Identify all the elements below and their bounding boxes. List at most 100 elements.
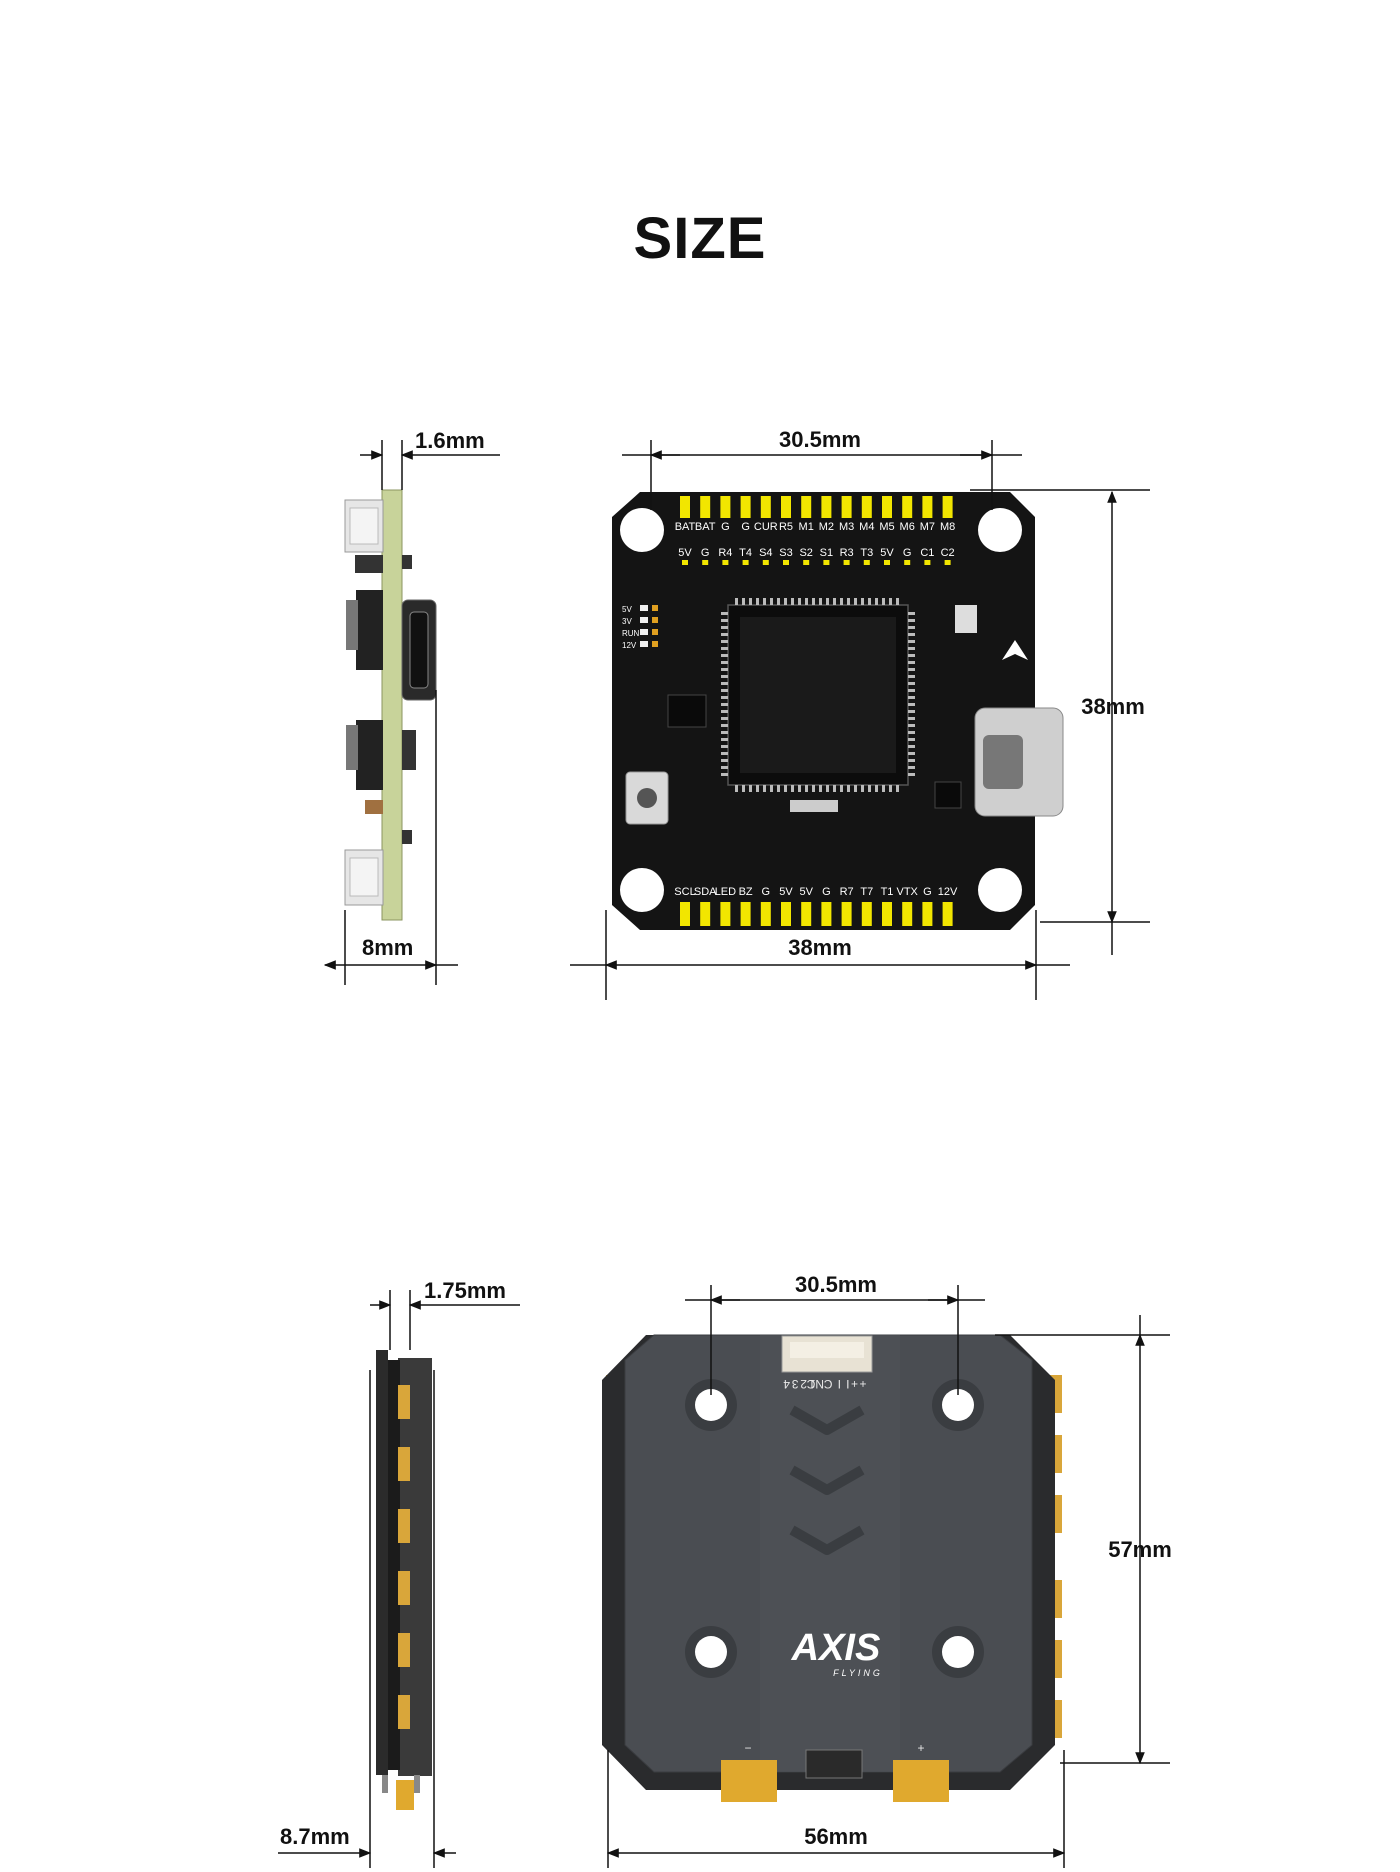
esc-connector-pin-label: 4: [783, 1377, 790, 1391]
fc-pad-label: 12V: [938, 886, 958, 898]
fc-pad-label: T1: [881, 886, 894, 898]
esc-side-pad: [398, 1633, 410, 1667]
esc-mount-label: 30.5mm: [795, 1272, 877, 1297]
fc-pad-label: C2: [941, 547, 955, 559]
esc-side-view: [376, 1350, 432, 1810]
fc-pad-label: G: [923, 886, 932, 898]
fc-solder-pad: [902, 496, 913, 518]
fc-mount-hole: [620, 868, 664, 912]
fc-pad-label: G: [762, 886, 771, 898]
fc-pad-label: G: [701, 547, 710, 559]
esc-mount-hole: [942, 1636, 974, 1668]
fc-side-width-label: 8mm: [362, 935, 413, 960]
fc-pad-label: LED: [715, 886, 736, 898]
fc-mount-label: 30.5mm: [779, 427, 861, 452]
fc-status-led: [640, 617, 648, 623]
esc-battery-pad-positive: [893, 1760, 949, 1802]
fc-pad-label: S2: [799, 547, 812, 559]
fc-solder-pad: [801, 496, 812, 518]
fc-solder-pad: [720, 902, 731, 926]
fc-solder-pad: [942, 902, 953, 926]
esc-side-pad: [398, 1385, 410, 1419]
fc-pad-label: M7: [920, 521, 935, 533]
fc-pad-label: M6: [900, 521, 915, 533]
fc-pad-label: BZ: [739, 886, 753, 898]
fc-solder-pad: [700, 496, 711, 518]
esc-connector-pin-label: I: [838, 1377, 841, 1391]
fc-solder-pad: [740, 496, 751, 518]
fc-pad-label: G: [741, 521, 750, 533]
fc-status-led: [640, 605, 648, 611]
fc-pad-label: 5V: [799, 886, 813, 898]
esc-thickness-dimension: 1.75mm: [370, 1278, 520, 1350]
fc-pad-label: BAT: [675, 521, 696, 533]
fc-thickness-dimension: 1.6mm: [360, 428, 500, 490]
fc-width-dimension: 38mm: [570, 910, 1070, 1000]
fc-pad-label: M5: [879, 521, 894, 533]
fc-pad-label: T3: [860, 547, 873, 559]
fc-solder-pad: [781, 496, 791, 518]
fc-solder-pad: [821, 902, 832, 926]
fc-solder-pad: [922, 902, 933, 926]
esc-connector-pin-label: NC: [806, 1377, 824, 1391]
fc-solder-pad: [680, 496, 690, 518]
fc-led-label: 3V: [622, 617, 632, 626]
esc-connector-pin-label: +: [859, 1377, 866, 1391]
fc-pad-label: R5: [779, 521, 793, 533]
fc-led-label: 12V: [622, 641, 637, 650]
esc-chevron-icon: [789, 1525, 865, 1555]
esc-side-width-label: 8.7mm: [280, 1824, 350, 1849]
fc-solder-pad: [740, 902, 751, 926]
fc-pad-label: G: [822, 886, 831, 898]
fc-side-pcb: [381, 489, 403, 921]
fc-pad-label: 5V: [678, 547, 692, 559]
fc-solder-pad: [700, 902, 711, 926]
fc-led-label: 5V: [622, 605, 632, 614]
esc-minus-label: −: [744, 1741, 751, 1755]
esc-height-label: 57mm: [1108, 1537, 1172, 1562]
fc-solder-pad: [760, 496, 771, 518]
esc-height-dimension: 57mm: [995, 1315, 1172, 1765]
fc-mount-dimension: 30.5mm: [622, 427, 1022, 510]
fc-solder-pad: [841, 902, 852, 926]
fc-solder-pad: [882, 902, 892, 926]
esc-connector-pin-label: 1: [809, 1377, 816, 1391]
esc-thickness-label: 1.75mm: [424, 1278, 506, 1303]
esc-side-pad: [398, 1571, 410, 1605]
esc-mount-dimension: 30.5mm: [685, 1272, 985, 1395]
esc-width-dimension: 56mm: [606, 1750, 1066, 1868]
fc-solder-pad: [720, 496, 731, 518]
esc-width-label: 56mm: [804, 1824, 868, 1849]
fc-led-label: RUN: [622, 629, 640, 638]
fc-solder-pad: [882, 496, 892, 518]
fc-pad-label: SCL: [674, 886, 695, 898]
esc-connector-pin-label: I: [846, 1377, 849, 1391]
fc-pad-label: SDA: [694, 886, 717, 898]
esc-side-width-dimension: 8.7mm: [278, 1370, 456, 1868]
fc-solder-pad: [922, 496, 933, 518]
fc-pad-label: T4: [739, 547, 752, 559]
fc-pad-label: 5V: [779, 886, 793, 898]
fc-solder-pad: [680, 902, 690, 926]
esc-mount-hole: [695, 1636, 727, 1668]
fc-pad-label: 5V: [880, 547, 894, 559]
fc-solder-pad: [861, 496, 872, 518]
fc-mount-hole: [620, 508, 664, 552]
fc-side-view: [344, 489, 437, 921]
fc-height-label: 38mm: [1081, 694, 1145, 719]
fc-pad-label: S3: [779, 547, 792, 559]
fc-solder-pad: [821, 496, 832, 518]
esc-mount-hole: [695, 1389, 727, 1421]
fc-pad-label: S4: [759, 547, 772, 559]
fc-mount-hole: [978, 508, 1022, 552]
fc-pad-label: S1: [820, 547, 833, 559]
fc-pad-label: M3: [839, 521, 854, 533]
fc-pad-label: R4: [718, 547, 732, 559]
esc-brand-sub: FLYING: [833, 1668, 883, 1678]
esc-side-pad: [398, 1509, 410, 1543]
fc-solder-pad: [760, 902, 771, 926]
page-title: SIZE: [633, 206, 767, 271]
esc-connector-pin-label: 2: [800, 1377, 807, 1391]
fc-status-led: [640, 629, 648, 635]
